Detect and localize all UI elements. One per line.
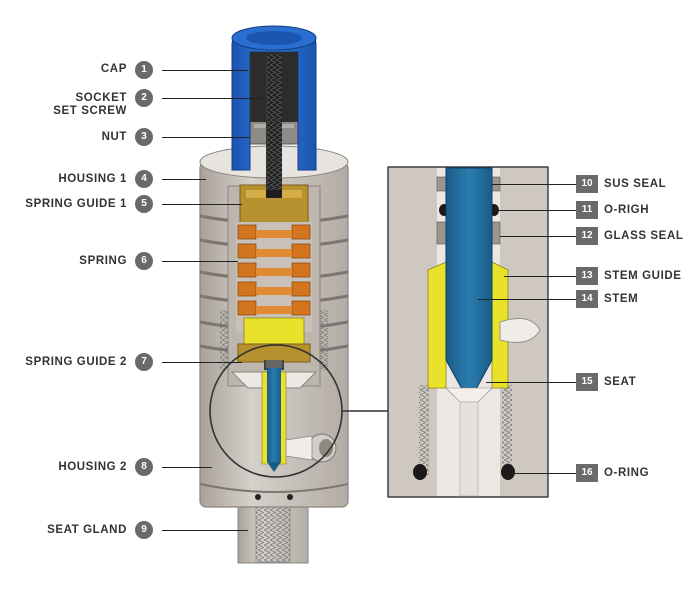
label-nut: NUT (101, 131, 127, 143)
badge-13: 13 (576, 267, 598, 285)
label-seat: SEAT (604, 376, 637, 388)
badge-4: 4 (135, 170, 153, 188)
socket-set-screw-part (266, 55, 282, 190)
label-spring-guide-2: SPRING GUIDE 2 (25, 356, 127, 368)
badge-3: 3 (135, 128, 153, 146)
label-cap: CAP (100, 63, 127, 75)
badge-9: 9 (135, 521, 153, 539)
badge-5: 5 (135, 195, 153, 213)
label-housing-1: HOUSING 1 (58, 173, 127, 185)
badge-10: 10 (576, 175, 598, 193)
badge-6: 6 (135, 252, 153, 270)
label-socket-set-screw: SOCKET SET SCREW (53, 92, 127, 117)
label-seat-gland: SEAT GLAND (47, 524, 127, 536)
label-spring-guide-1: SPRING GUIDE 1 (25, 198, 127, 210)
badge-12: 12 (576, 227, 598, 245)
label-o-righ: O-RIGH (604, 204, 650, 216)
label-spring: SPRING (79, 255, 127, 267)
spring-part (236, 222, 312, 332)
spring-guide-2-part (237, 317, 311, 363)
badge-11: 11 (576, 201, 598, 219)
detail-inset (387, 166, 549, 498)
lower-stem-part (261, 360, 287, 472)
seat-gland-part (237, 497, 309, 564)
label-o-ring: O-RING (604, 467, 650, 479)
label-glass-seal: GLASS SEAL (604, 230, 684, 242)
badge-16: 16 (576, 464, 598, 482)
badge-2: 2 (135, 89, 153, 107)
label-housing-2: HOUSING 2 (58, 461, 127, 473)
label-sus-seal: SUS SEAL (604, 178, 667, 190)
label-stem-guide: STEM GUIDE (604, 270, 682, 282)
badge-1: 1 (135, 61, 153, 79)
side-port (285, 433, 337, 463)
badge-7: 7 (135, 353, 153, 371)
label-stem: STEM (604, 293, 639, 305)
badge-15: 15 (576, 373, 598, 391)
badge-14: 14 (576, 290, 598, 308)
badge-8: 8 (135, 458, 153, 476)
